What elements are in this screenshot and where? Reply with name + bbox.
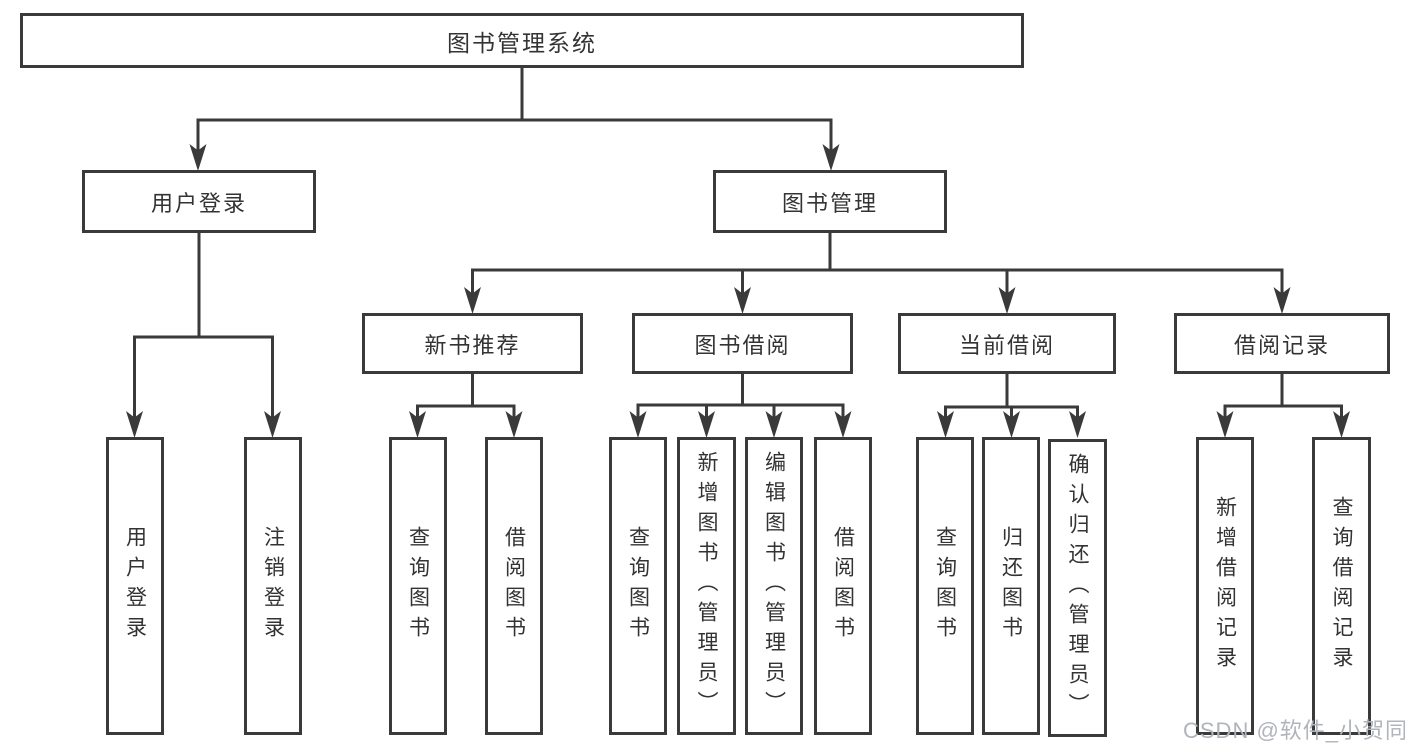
node-new-books-label: 新书推荐: [424, 332, 521, 358]
node-borrow-records-label: 借阅记录: [1233, 332, 1330, 358]
node-leaf-nb-query-books-label: 查询图书: [406, 526, 430, 646]
node-leaf-bb-edit-books-admin: 编辑图书（管理员）: [745, 437, 803, 735]
node-leaf-cb-return-books-label: 归还图书: [999, 526, 1023, 646]
node-borrow-records: 借阅记录: [1174, 313, 1390, 374]
connector-book-borrow-children: [629, 374, 852, 438]
node-leaf-br-query-record-label: 查询借阅记录: [1330, 496, 1353, 676]
node-leaf-nb-borrow-books: 借阅图书: [485, 437, 543, 735]
node-leaf-cb-query-books: 查询图书: [916, 437, 974, 735]
node-leaf-cb-confirm-return-admin-label: 确认归还（管理员）: [1066, 453, 1089, 723]
node-book-borrow: 图书借阅: [632, 313, 853, 374]
node-book-mgmt: 图书管理: [713, 170, 947, 233]
connector-current-borrow-children: [937, 374, 1086, 438]
node-book-mgmt-label: 图书管理: [781, 190, 878, 216]
connector-new-books-children: [409, 374, 523, 438]
node-leaf-bb-query-books-label: 查询图书: [626, 526, 650, 646]
node-leaf-user-login-label: 用户登录: [123, 526, 147, 646]
node-root: 图书管理系统: [20, 13, 1024, 68]
node-user-login-label: 用户登录: [150, 190, 247, 216]
connector-borrow-records-children: [1216, 374, 1350, 438]
connector-book-mgmt-children: [464, 233, 1291, 314]
node-new-books: 新书推荐: [362, 313, 583, 374]
node-root-label: 图书管理系统: [447, 29, 597, 56]
node-leaf-br-add-record-label: 新增借阅记录: [1213, 496, 1237, 676]
node-leaf-cb-confirm-return-admin: 确认归还（管理员）: [1048, 439, 1107, 737]
watermark: CSDN @软件_小贺同学: [1183, 718, 1405, 743]
connector-user-login-children: [126, 233, 281, 438]
node-leaf-cb-query-books-label: 查询图书: [933, 526, 957, 646]
node-leaf-bb-query-books: 查询图书: [609, 437, 667, 735]
node-leaf-nb-borrow-books-label: 借阅图书: [502, 526, 526, 646]
node-leaf-br-query-record: 查询借阅记录: [1312, 437, 1371, 735]
node-leaf-user-login: 用户登录: [106, 437, 164, 735]
node-leaf-bb-add-books-admin-label: 新增图书（管理员）: [695, 451, 718, 721]
node-leaf-bb-borrow-books: 借阅图书: [814, 437, 872, 735]
node-current-borrow-label: 当前借阅: [958, 332, 1055, 358]
node-leaf-bb-borrow-books-label: 借阅图书: [831, 526, 855, 646]
node-current-borrow: 当前借阅: [898, 313, 1116, 374]
node-leaf-bb-add-books-admin: 新增图书（管理员）: [677, 437, 736, 735]
node-leaf-logout-label: 注销登录: [261, 526, 285, 646]
node-leaf-logout: 注销登录: [244, 437, 302, 735]
node-book-borrow-label: 图书借阅: [694, 332, 791, 358]
node-leaf-bb-edit-books-admin-label: 编辑图书（管理员）: [762, 451, 786, 721]
connector-root-to-level2: [189, 68, 840, 171]
node-user-login: 用户登录: [82, 170, 316, 233]
node-leaf-cb-return-books: 归还图书: [982, 437, 1040, 735]
node-leaf-br-add-record: 新增借阅记录: [1196, 437, 1254, 735]
node-leaf-nb-query-books: 查询图书: [389, 437, 447, 735]
